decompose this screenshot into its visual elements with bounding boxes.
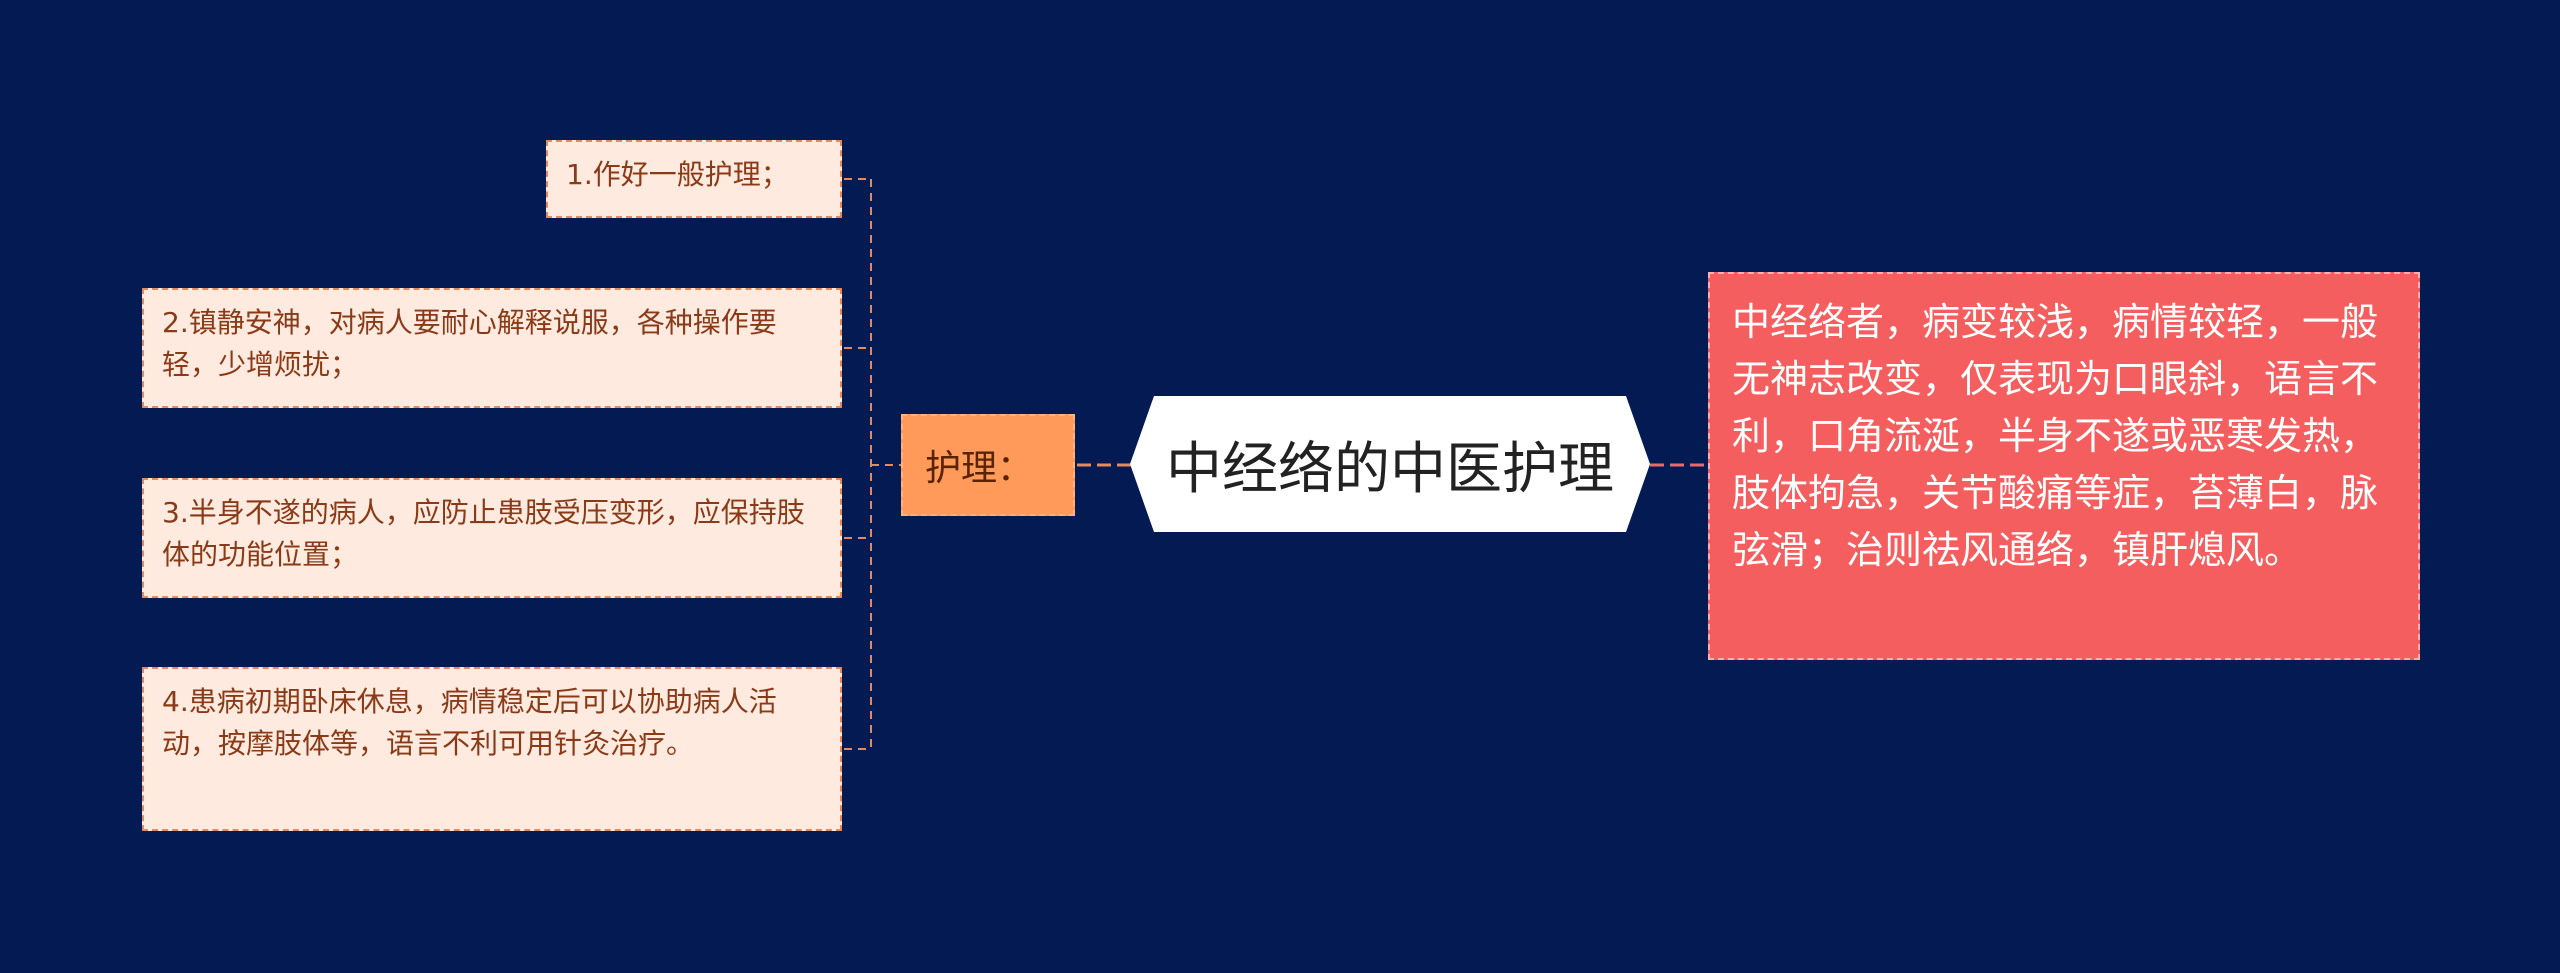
- child-node-1[interactable]: 1.作好一般护理；: [546, 140, 842, 218]
- detail-node[interactable]: 中经络者，病变较浅，病情较轻，一般无神志改变，仅表现为口眼斜，语言不利，口角流涎…: [1708, 272, 2420, 660]
- central-topic-title: 中经络的中医护理: [1166, 436, 1614, 502]
- central-topic[interactable]: 中经络的中医护理: [1130, 396, 1650, 532]
- child-node-4[interactable]: 4.患病初期卧床休息，病情稳定后可以协助病人活动，按摩肢体等，语言不利可用针灸治…: [142, 667, 842, 831]
- central-topic-shape: [1130, 396, 1650, 532]
- child-node-3[interactable]: 3.半身不遂的病人，应防止患肢受压变形，应保持肢体的功能位置；: [142, 478, 842, 598]
- branch-node-care[interactable]: 护理：: [901, 414, 1075, 516]
- child-node-2[interactable]: 2.镇静安神，对病人要耐心解释说服，各种操作要轻，少增烦扰；: [142, 288, 842, 408]
- branch-node-label: 护理：: [925, 448, 1034, 489]
